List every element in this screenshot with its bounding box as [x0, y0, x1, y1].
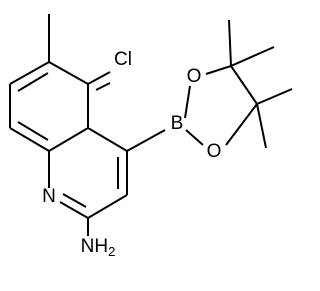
oxygen-label-bottom: O [207, 141, 222, 162]
bond [17, 121, 49, 141]
boron-label: B [171, 113, 184, 134]
bond [184, 85, 191, 119]
bond [9, 127, 50, 152]
amine-nitrogen-label: NH2 [81, 236, 116, 259]
bond [225, 103, 258, 146]
bond [205, 65, 232, 75]
bond [185, 129, 204, 146]
bonds [9, 14, 293, 236]
ring-nitrogen-label: N [42, 186, 56, 207]
oxygen-label-top: O [187, 66, 202, 87]
bond [256, 88, 293, 105]
bond [59, 201, 89, 219]
chlorine-label: Cl [114, 49, 132, 70]
bond [256, 103, 267, 149]
bond [228, 19, 232, 67]
bond [17, 72, 49, 92]
bond [230, 65, 258, 105]
structure-canvas: Cl B O O N NH2 [9, 14, 293, 259]
amine-main: NH [81, 236, 108, 257]
bond [62, 193, 87, 208]
bond [87, 71, 111, 85]
bond [126, 129, 166, 152]
bond [48, 61, 89, 85]
bond [95, 82, 111, 91]
amine-subscript: 2 [108, 244, 115, 259]
bond [48, 127, 89, 152]
atom-labels: Cl B O O N NH2 [42, 49, 221, 259]
molecule-diagram: Cl B O O N NH2 [9, 14, 293, 259]
bond [87, 127, 128, 152]
bond [9, 61, 50, 85]
bond [87, 194, 128, 219]
bond [230, 46, 275, 67]
